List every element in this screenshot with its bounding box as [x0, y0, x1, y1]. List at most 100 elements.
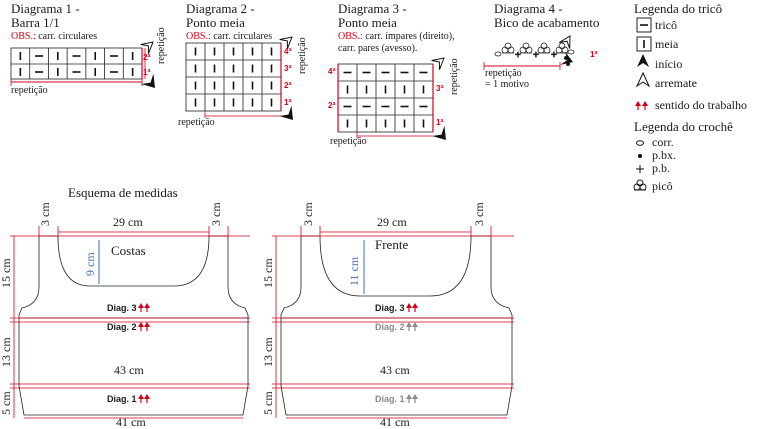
measure-label: 13 cm — [0, 337, 13, 367]
row-label: 3ª — [284, 64, 292, 73]
measure-label: 43 cm — [380, 363, 410, 377]
diagram-2-obs: OBS.: carr. circulares — [186, 31, 273, 42]
measure-label: 15 cm — [0, 258, 13, 288]
legend-item: meia — [655, 37, 679, 51]
diagram-3-title: Diagrama 3 - — [338, 1, 407, 16]
measure-label: 3 cm — [301, 202, 315, 226]
legend-item: tricô — [655, 18, 677, 32]
front-panel-guides — [272, 226, 514, 419]
start-arrow-icon — [279, 105, 293, 120]
panel-label-back: Costas — [111, 243, 146, 258]
direction-arrow-icon — [144, 322, 150, 327]
panel-label-front: Frente — [375, 237, 409, 252]
direction-arrow-icon — [138, 322, 144, 327]
row-label: 3ª — [436, 84, 444, 93]
repeat-label: repetição — [11, 85, 48, 96]
end-arrow-icon — [431, 57, 445, 70]
measure-label: 3 cm — [472, 202, 486, 226]
measure-label: 29 cm — [113, 215, 143, 229]
schema-title: Esquema de medidas — [68, 185, 178, 200]
measure-label: 11 cm — [347, 256, 361, 286]
row-label: 4ª — [284, 47, 292, 56]
row-label: 1ª — [143, 68, 151, 77]
diagram-2-title: Diagrama 2 - — [186, 1, 255, 16]
diagram-2-grid — [185, 42, 282, 118]
legend-item: corr. — [652, 135, 674, 149]
repeat-equals-label: = 1 motivo — [485, 79, 529, 90]
legend-item: sentido do trabalho — [655, 98, 747, 112]
chain-icon — [494, 49, 575, 67]
purl-icon — [636, 17, 652, 33]
end-arrow-icon — [559, 35, 571, 49]
picot-icon — [519, 42, 533, 54]
repeat-label: repetição — [156, 27, 167, 64]
diagram-1-grid — [10, 47, 146, 86]
direction-arrows-icon — [635, 101, 648, 110]
legend-item: p.bx. — [652, 148, 676, 162]
diagram-ref: Diag. 3 — [375, 303, 405, 313]
measure-label: 29 cm — [377, 215, 407, 229]
measure-label: 43 cm — [114, 363, 144, 377]
diagram-4-motif: +++ — [483, 42, 575, 70]
row-label: 4ª — [328, 67, 336, 76]
diagram-3-obs: OBS.: carr. ímpares (direito), — [338, 31, 455, 42]
direction-arrow-icon — [144, 394, 150, 399]
repeat-label: repetição — [178, 117, 215, 128]
direction-arrow-icon — [406, 394, 412, 399]
measure-label: 13 cm — [261, 337, 275, 367]
diagram-1-obs: OBS.: carr. circulares — [11, 31, 98, 42]
direction-arrow-icon — [138, 303, 144, 308]
legend-crochet-title: Legenda do crochê — [634, 119, 733, 134]
diagram-ref: Diag. 1 — [107, 394, 137, 404]
row-label: 1ª — [590, 50, 598, 59]
direction-arrow-icon — [144, 303, 150, 308]
repeat-label: repetição — [449, 58, 460, 95]
legend-item: p.b. — [652, 161, 670, 175]
repeat-label: repetição — [330, 136, 367, 147]
diagram-2-subtitle: Ponto meia — [186, 15, 245, 30]
start-arrow-icon — [432, 125, 446, 140]
diagram-ref: Diag. 2 — [107, 322, 137, 332]
picot-icon — [501, 42, 515, 54]
knit-icon — [636, 36, 652, 52]
measure-label: 41 cm — [116, 415, 146, 429]
direction-arrow-icon — [412, 322, 418, 327]
direction-arrow-icon — [412, 303, 418, 308]
single-crochet-icon: + — [551, 50, 557, 61]
start-arrow-icon — [141, 73, 155, 88]
measure-label: 3 cm — [209, 202, 223, 226]
legend-item: arremate — [655, 76, 697, 90]
single-crochet-icon — [636, 165, 644, 173]
row-label: 2ª — [284, 81, 292, 90]
diagram-3-subtitle: Ponto meia — [338, 15, 397, 30]
end-arrow-icon — [279, 36, 293, 49]
repeat-label: repetição — [485, 68, 522, 79]
chain-icon — [636, 140, 644, 146]
picot-icon — [555, 42, 569, 54]
legend-knit-title: Legenda do tricô — [634, 1, 723, 16]
measure-label: 9 cm — [83, 252, 97, 276]
back-panel-guides — [10, 226, 250, 419]
measure-label: 3 cm — [38, 202, 52, 226]
direction-arrow-icon — [412, 394, 418, 399]
picot-icon — [537, 42, 551, 54]
direction-arrows-icon — [138, 303, 418, 403]
row-label: 1ª — [284, 98, 292, 107]
diagram-3-obs-2: carr. pares (avesso). — [338, 43, 418, 54]
row-label: 1ª — [436, 118, 444, 127]
diagram-ref: Diag. 1 — [375, 394, 405, 404]
picot-icon — [633, 179, 647, 191]
slip-stitch-icon — [638, 154, 642, 158]
measure-label: 5 cm — [261, 391, 275, 415]
single-crochet-icon: + — [515, 50, 521, 61]
measure-label: 41 cm — [380, 415, 410, 429]
end-arrow-icon — [635, 71, 651, 88]
repeat-label: repetição — [297, 37, 308, 74]
measure-label: 15 cm — [261, 258, 275, 288]
diagram-ref: Diag. 3 — [107, 303, 137, 313]
diagram-3-grid — [337, 63, 434, 139]
diagram-4-subtitle: Bico de acabamento — [494, 15, 600, 30]
measure-label: 5 cm — [0, 391, 13, 415]
start-arrow-icon — [637, 54, 649, 67]
